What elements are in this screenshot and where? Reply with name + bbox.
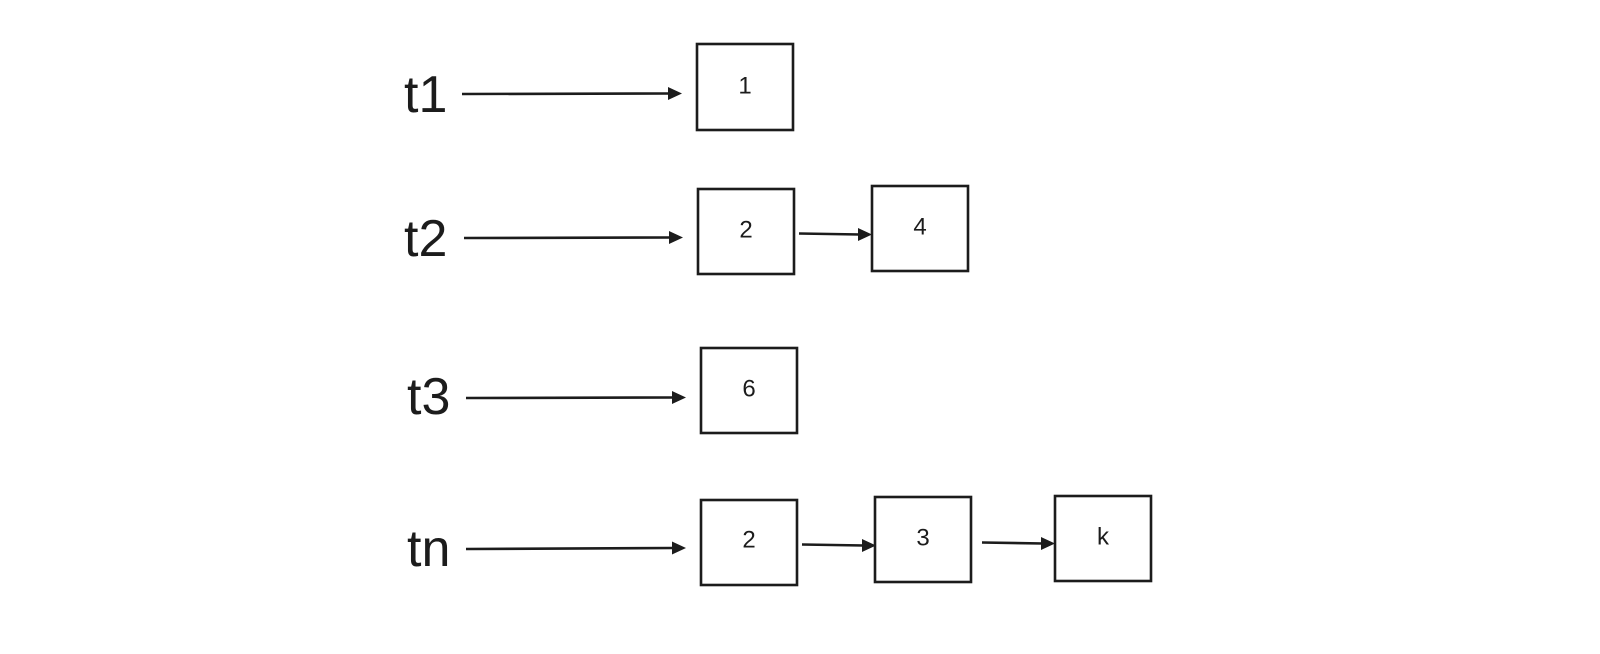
node-box bbox=[873, 495, 973, 584]
node-box bbox=[1053, 494, 1153, 583]
node-t2-4: 4 bbox=[870, 184, 970, 273]
arrowhead bbox=[669, 231, 683, 244]
row-tn: tn 2 3 k bbox=[407, 494, 1153, 587]
row-t2: t2 2 4 bbox=[404, 184, 970, 276]
node-value: 6 bbox=[742, 375, 755, 402]
arrow-t2-to-node-2 bbox=[463, 236, 672, 240]
node-tn-3: 3 bbox=[873, 495, 973, 584]
node-value: 2 bbox=[739, 216, 752, 243]
node-box bbox=[699, 498, 799, 587]
node-t1-1: 1 bbox=[695, 42, 795, 132]
arrowhead bbox=[672, 391, 686, 404]
arrow-node-2-to-node-3 bbox=[801, 543, 865, 547]
node-t2-2: 2 bbox=[696, 187, 796, 276]
node-box bbox=[695, 42, 795, 132]
arrowhead bbox=[672, 541, 686, 555]
arrowhead bbox=[858, 228, 872, 241]
row-label-t2: t2 bbox=[404, 210, 447, 268]
node-box bbox=[699, 346, 799, 435]
row-label-t1: t1 bbox=[404, 66, 447, 124]
node-box bbox=[696, 187, 796, 276]
arrow-tn-to-node-2 bbox=[465, 546, 674, 551]
row-t3: t3 6 bbox=[407, 346, 799, 435]
node-value: 3 bbox=[916, 524, 929, 551]
node-value: k bbox=[1097, 523, 1110, 550]
arrow-t3-to-node-6 bbox=[465, 396, 674, 400]
node-tn-2: 2 bbox=[699, 498, 799, 587]
node-value: 4 bbox=[913, 213, 926, 240]
arrow-node-2-to-node-4 bbox=[798, 232, 861, 236]
row-label-t3: t3 bbox=[407, 368, 450, 426]
node-tn-k: k bbox=[1053, 494, 1153, 583]
node-value: 1 bbox=[738, 72, 751, 99]
row-t1: t1 1 bbox=[404, 42, 795, 132]
arrowhead bbox=[862, 539, 876, 552]
arrow-t1-to-node-1 bbox=[461, 92, 671, 96]
node-t3-6: 6 bbox=[699, 346, 799, 435]
node-value: 2 bbox=[742, 526, 755, 553]
arrowhead bbox=[668, 87, 682, 100]
node-box bbox=[870, 184, 970, 273]
arrowhead bbox=[1041, 537, 1055, 550]
arrow-node-3-to-node-k bbox=[981, 541, 1044, 545]
row-label-tn: tn bbox=[407, 520, 450, 578]
